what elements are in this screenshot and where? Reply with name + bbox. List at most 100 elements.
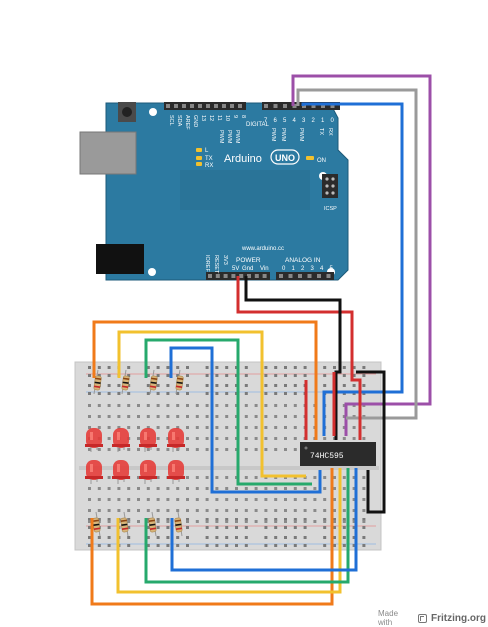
terminal-hole [254, 498, 258, 501]
rail-hole [186, 526, 189, 529]
terminal-hole [235, 509, 238, 512]
rail-hole [146, 384, 150, 387]
terminal-hole [166, 426, 170, 429]
pin-label: 2 [312, 118, 316, 124]
terminal-hole [166, 487, 170, 490]
rail-hole [323, 384, 327, 387]
rail-hole [225, 526, 229, 529]
rail-hole [166, 518, 170, 521]
power-pin-label: RESET [213, 255, 219, 274]
terminal-hole [127, 498, 131, 501]
pin-label: 11 [216, 115, 222, 121]
terminal-hole [284, 487, 287, 490]
terminal-hole [333, 509, 336, 512]
rail-hole [303, 544, 307, 547]
terminal-hole [127, 426, 131, 429]
terminal-hole [264, 498, 268, 501]
terminal-hole [146, 404, 150, 407]
terminal-hole [244, 415, 248, 418]
rail-hole [244, 366, 248, 369]
terminal-hole [293, 509, 297, 512]
terminal-hole [146, 520, 150, 523]
rail-hole [264, 544, 268, 547]
terminal-hole [274, 509, 278, 512]
terminal-hole [137, 404, 140, 407]
terminal-hole [137, 509, 140, 512]
rail-hole [362, 536, 366, 539]
terminal-hole [186, 498, 189, 501]
terminal-hole [293, 404, 297, 407]
terminal-hole [362, 520, 366, 523]
terminal-hole [88, 520, 91, 523]
rail-hole [352, 544, 356, 547]
rail-hole [146, 392, 150, 395]
power-label: POWER [236, 257, 261, 264]
terminal-hole [362, 487, 366, 490]
rail-hole [215, 366, 219, 369]
terminal-hole [156, 437, 160, 440]
terminal-hole [313, 520, 317, 523]
rail-hole [274, 392, 278, 395]
terminal-hole [342, 437, 346, 440]
rail-hole [225, 536, 229, 539]
terminal-hole [176, 487, 180, 490]
rail-hole [352, 384, 356, 387]
digital-label: DIGITAL [246, 122, 270, 128]
terminal-hole [264, 520, 268, 523]
fritzing-footer: Made with Fritzing.org [378, 609, 486, 627]
red-led [85, 428, 103, 452]
terminal-hole [127, 415, 131, 418]
terminal-hole [225, 520, 229, 523]
wire-black-oe [356, 370, 386, 514]
led-tx-label: TX [205, 156, 213, 162]
rail-hole [284, 536, 287, 539]
terminal-hole [362, 509, 366, 512]
terminal-hole [254, 520, 258, 523]
terminal-hole [254, 509, 258, 512]
rail-hole [215, 384, 219, 387]
wire-orange-bottom [90, 468, 334, 606]
rail-hole [333, 366, 336, 369]
wire-blue-bottom [170, 468, 358, 572]
terminal-hole [137, 426, 140, 429]
terminal-hole [244, 437, 248, 440]
rail-hole [362, 366, 366, 369]
terminal-hole [137, 520, 140, 523]
terminal-hole [195, 448, 199, 451]
tx-pin-label: TX [318, 128, 324, 135]
resistor [149, 369, 158, 395]
wire-green-top [144, 338, 312, 486]
terminal-hole [352, 520, 356, 523]
pin-label: 0 [331, 118, 335, 124]
terminal-hole [97, 448, 101, 451]
rail-hole [264, 374, 268, 377]
terminal-hole [254, 448, 258, 451]
rail-hole [205, 536, 209, 539]
terminal-hole [284, 426, 287, 429]
rail-hole [127, 366, 131, 369]
terminal-hole [215, 426, 219, 429]
terminal-hole [97, 509, 101, 512]
pin-label: SCL [168, 115, 174, 126]
terminal-hole [215, 498, 219, 501]
power-pin-label: Vin [260, 266, 269, 272]
terminal-hole [195, 476, 199, 479]
rail-hole [303, 366, 307, 369]
terminal-hole [264, 448, 268, 451]
terminal-hole [156, 448, 160, 451]
terminal-hole [195, 509, 199, 512]
terminal-hole [323, 487, 327, 490]
terminal-hole [146, 426, 150, 429]
rail-hole [166, 392, 170, 395]
terminal-hole [127, 520, 131, 523]
terminal-hole [107, 487, 111, 490]
rail-hole [274, 518, 278, 521]
terminal-hole [352, 426, 356, 429]
led-on-indicator [306, 156, 314, 160]
pin-label: 7 [264, 118, 268, 124]
rail-hole [156, 392, 160, 395]
rail-hole [264, 392, 268, 395]
terminal-hole [323, 437, 327, 440]
led-rx-indicator [196, 162, 202, 166]
terminal-hole [117, 498, 121, 501]
